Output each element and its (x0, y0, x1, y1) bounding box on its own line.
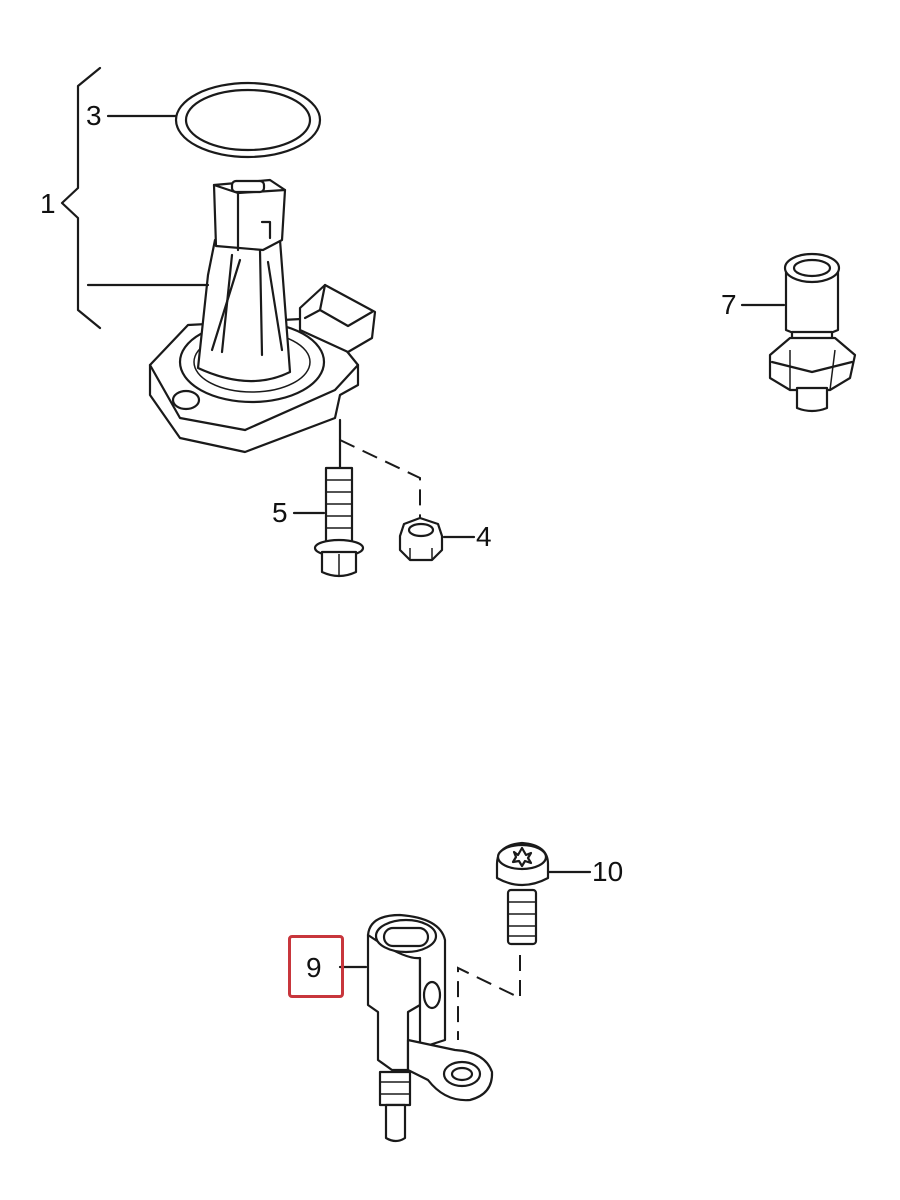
bolt-part-5 (292, 466, 365, 578)
pressure-switch-part-7 (740, 252, 857, 413)
nut-part-4 (398, 516, 476, 562)
screw-part-10 (457, 841, 592, 1040)
o-ring-part-3 (106, 81, 322, 159)
group-bracket-part-1 (60, 66, 102, 330)
callout-3: 3 (86, 100, 102, 131)
highlight-box-part-9 (288, 935, 344, 998)
callout-5: 5 (272, 497, 288, 528)
callout-1: 1 (40, 188, 56, 219)
callout-10: 10 (592, 856, 624, 887)
temperature-sensor-part-9 (338, 913, 494, 1143)
oil-level-sensor-part-1 (86, 178, 421, 525)
callout-9: 9 (306, 952, 322, 983)
callout-7: 7 (721, 289, 737, 320)
callout-4: 4 (476, 521, 492, 552)
